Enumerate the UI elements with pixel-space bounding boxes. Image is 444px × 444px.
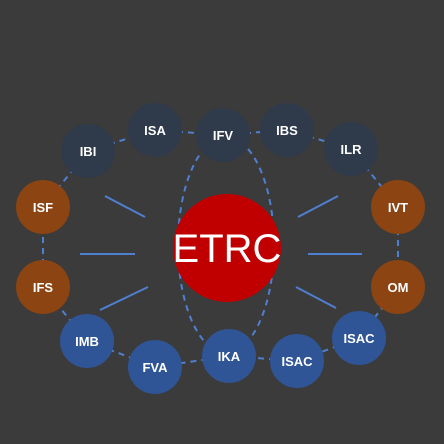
center-circle bbox=[173, 194, 281, 302]
node-label: FVA bbox=[142, 360, 168, 375]
node-circle bbox=[16, 260, 70, 314]
node-circle bbox=[61, 124, 115, 178]
spoke-lines bbox=[80, 195, 362, 311]
node-label: IFV bbox=[213, 128, 234, 143]
node-circle bbox=[202, 329, 256, 383]
node-fva: FVA bbox=[128, 340, 182, 394]
node-group: IBI ISA IFV IBS ILR IVT OM ISAC ISAC IKA FVA IMB IFS… bbox=[16, 103, 425, 394]
node-label: IVT bbox=[388, 200, 408, 215]
center-label: ETRC bbox=[173, 227, 282, 271]
node-circle bbox=[371, 180, 425, 234]
node-label: IFS bbox=[33, 280, 54, 295]
spoke-line bbox=[104, 195, 146, 218]
node-ivt: IVT bbox=[371, 180, 425, 234]
node-circle bbox=[128, 103, 182, 157]
node-ilr: ILR bbox=[324, 122, 378, 176]
node-om: OM bbox=[371, 260, 425, 314]
node-isf: ISF bbox=[16, 180, 70, 234]
spoke-line bbox=[295, 286, 337, 309]
center-node: ETRC bbox=[173, 194, 282, 302]
node-circle bbox=[196, 108, 250, 162]
spoke-line bbox=[99, 286, 149, 311]
node-isac: ISAC bbox=[332, 311, 386, 365]
node-label: ISAC bbox=[343, 331, 375, 346]
node-label: IKA bbox=[218, 349, 241, 364]
node-circle bbox=[60, 314, 114, 368]
node-label: IBS bbox=[276, 123, 298, 138]
node-ifv: IFV bbox=[196, 108, 250, 162]
node-ifs: IFS bbox=[16, 260, 70, 314]
node-ibs: IBS bbox=[260, 103, 314, 157]
node-circle bbox=[128, 340, 182, 394]
node-circle bbox=[371, 260, 425, 314]
spoke-line bbox=[297, 195, 339, 218]
node-circle bbox=[324, 122, 378, 176]
node-ibi: IBI bbox=[61, 124, 115, 178]
node-circle bbox=[16, 180, 70, 234]
node-isa: ISA bbox=[128, 103, 182, 157]
node-label: ISF bbox=[33, 200, 53, 215]
node-circle bbox=[260, 103, 314, 157]
node-circle bbox=[270, 334, 324, 388]
node-label: ISAC bbox=[281, 354, 313, 369]
node-ika: IKA bbox=[202, 329, 256, 383]
node-label: ISA bbox=[144, 123, 166, 138]
node-label: ILR bbox=[341, 142, 363, 157]
node-label: IBI bbox=[80, 144, 97, 159]
node-circle bbox=[332, 311, 386, 365]
node-isac: ISAC bbox=[270, 334, 324, 388]
node-label: IMB bbox=[75, 334, 99, 349]
node-label: OM bbox=[388, 280, 409, 295]
node-imb: IMB bbox=[60, 314, 114, 368]
